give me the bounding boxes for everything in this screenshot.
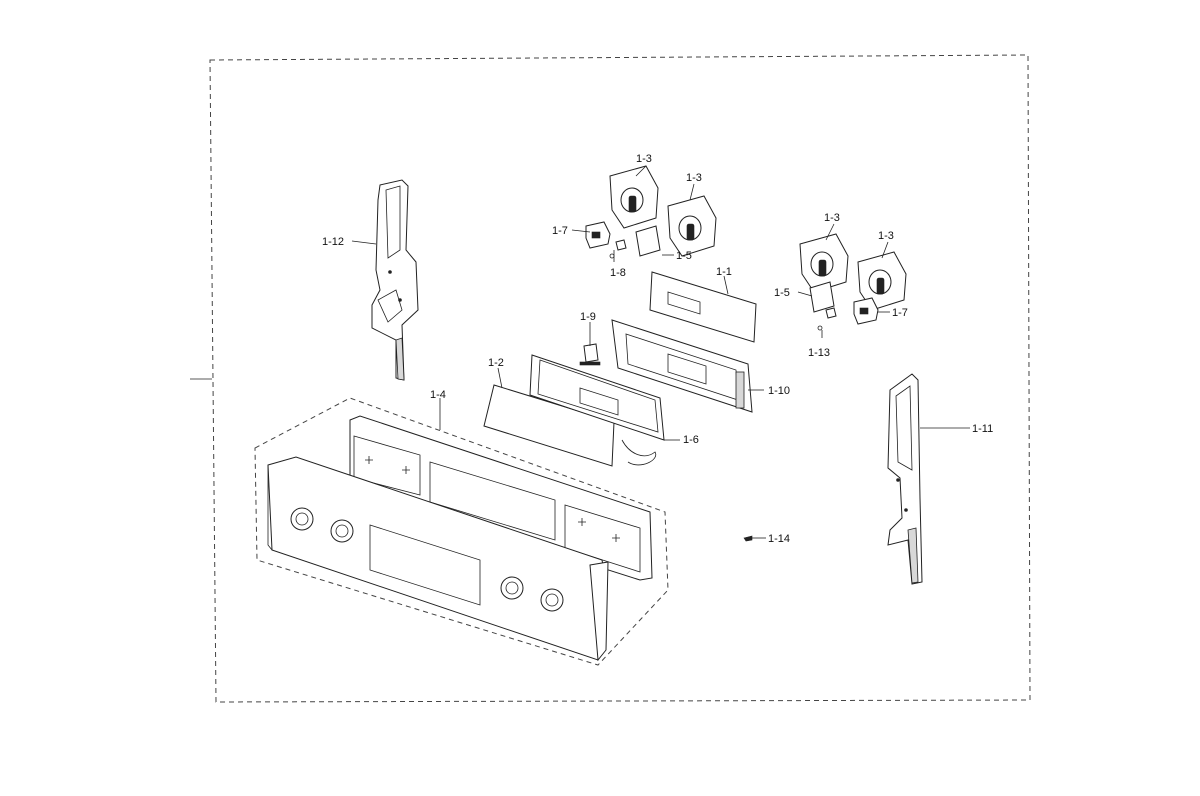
part-1-7-infinite-switch-b[interactable] bbox=[853, 297, 879, 325]
part-1-8-screw-a[interactable] bbox=[609, 239, 627, 259]
callout-1-3-a: 1-3 bbox=[636, 153, 652, 165]
callout-1-8: 1-8 bbox=[610, 267, 626, 279]
callout-1-13: 1-13 bbox=[808, 347, 830, 359]
part-1-3-switch-b[interactable] bbox=[667, 195, 717, 257]
part-1-13-screw-b[interactable] bbox=[817, 307, 837, 331]
callout-1-14: 1-14 bbox=[768, 533, 790, 545]
callout-1-1: 1-1 bbox=[716, 266, 732, 278]
knob-hole-3 bbox=[500, 576, 524, 600]
part-1-7-infinite-switch-a[interactable] bbox=[585, 221, 611, 249]
callout-1-5-a: 1-5 bbox=[676, 250, 692, 262]
part-1-3-switch-d[interactable] bbox=[857, 251, 907, 311]
callout-1-7-a: 1-7 bbox=[552, 225, 568, 237]
callout-1-7-b: 1-7 bbox=[892, 307, 908, 319]
callout-1-12: 1-12 bbox=[322, 236, 344, 248]
callout-1-3-c: 1-3 bbox=[824, 212, 840, 224]
callout-1-3-b: 1-3 bbox=[686, 172, 702, 184]
part-1-14-screw[interactable] bbox=[743, 535, 753, 542]
callout-1-2: 1-2 bbox=[488, 357, 504, 369]
callout-1-3-d: 1-3 bbox=[878, 230, 894, 242]
leader-lines bbox=[351, 165, 970, 539]
callout-1-10: 1-10 bbox=[768, 385, 790, 397]
part-1-3-switch-c[interactable] bbox=[799, 233, 849, 293]
part-1-1-control-board[interactable] bbox=[649, 271, 757, 343]
part-1-10-frame[interactable] bbox=[611, 319, 753, 413]
callout-1-11: 1-11 bbox=[972, 423, 993, 435]
callout-1-5-b: 1-5 bbox=[774, 287, 790, 299]
callout-1-9: 1-9 bbox=[580, 311, 596, 323]
callout-1-4: 1-4 bbox=[430, 389, 446, 401]
part-1-3-switch-a[interactable] bbox=[609, 165, 659, 229]
knob-hole-4 bbox=[540, 588, 564, 612]
part-1-5-switch-body-a[interactable] bbox=[635, 225, 661, 257]
part-1-11-right-bracket[interactable] bbox=[887, 373, 923, 585]
part-1-9-clip[interactable] bbox=[583, 343, 599, 363]
knob-hole-1 bbox=[290, 507, 314, 531]
part-1-12-left-bracket[interactable] bbox=[371, 179, 419, 381]
part-1-4-control-panel[interactable] bbox=[267, 415, 653, 662]
callout-1-6: 1-6 bbox=[683, 434, 699, 446]
callout-labels: 1-3 1-3 1-7 1-8 1-5 1-1 1-9 1-12 1-2 1-4… bbox=[322, 153, 993, 545]
part-1-5-switch-body-b[interactable] bbox=[809, 281, 835, 313]
knob-hole-2 bbox=[330, 519, 354, 543]
